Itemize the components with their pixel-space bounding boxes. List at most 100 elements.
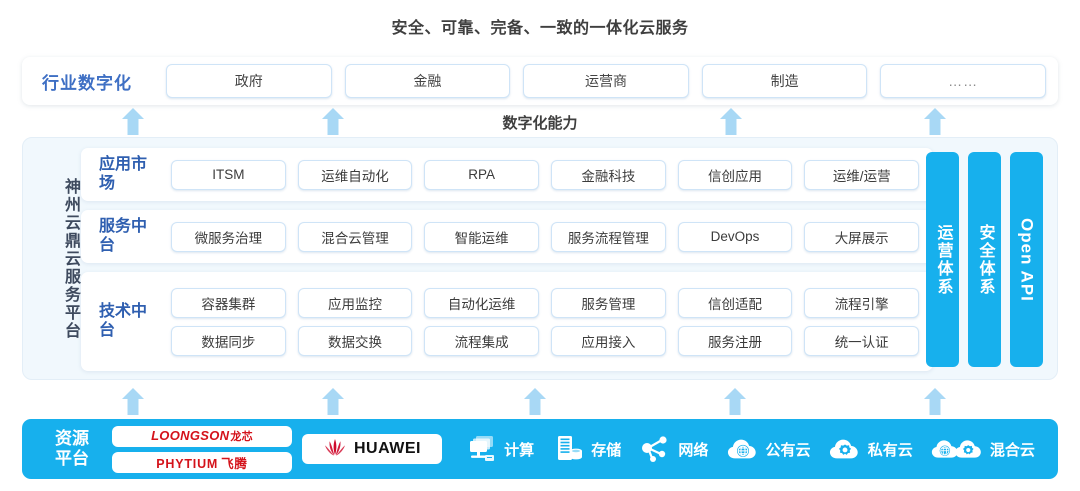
hybrid-cloud-icon	[931, 440, 981, 458]
up-arrow-icon	[120, 108, 146, 135]
chip-row: ITSM 运维自动化 RPA 金融科技 信创应用 运维/运营	[171, 159, 920, 190]
chip-process-engine[interactable]: 流程引擎	[804, 287, 920, 318]
loongson-latin: LOONGSON	[151, 428, 230, 443]
storage-icon	[558, 436, 583, 460]
section-label-app-market: 应用市场	[99, 148, 155, 201]
industry-item-manufacturing[interactable]: 制造	[701, 64, 868, 98]
resource-item-label: 公有云	[765, 441, 811, 459]
up-arrow-icon	[120, 388, 146, 415]
chip-app-access[interactable]: 应用接入	[551, 325, 666, 356]
side-bar-security-system[interactable]: 安全体系	[968, 152, 1001, 367]
chip-service-mgmt[interactable]: 服务管理	[551, 287, 666, 318]
network-icon	[642, 436, 667, 462]
chip-row: 容器集群 应用监控 自动化运维 服务管理 信创适配 流程引擎	[171, 287, 920, 318]
vendor-logo-huawei[interactable]: HUAWEI	[302, 434, 442, 464]
section-tech-midend: 技术中台 容器集群 应用监控 自动化运维 服务管理 信创适配 流程引擎 数据同步…	[81, 272, 933, 371]
side-bar-open-api[interactable]: Open API	[1010, 152, 1043, 367]
resource-platform-label: 资源 平台	[40, 429, 104, 469]
vendor-logo-loongson[interactable]: LOONGSON龙芯	[112, 425, 292, 447]
chip-service-registry[interactable]: 服务注册	[677, 325, 793, 356]
up-arrow-icon	[320, 388, 346, 415]
resource-label-line2: 平台	[55, 449, 89, 468]
section-rows-app-market: ITSM 运维自动化 RPA 金融科技 信创应用 运维/运营	[171, 148, 920, 201]
chip-container-cluster[interactable]: 容器集群	[171, 287, 286, 318]
chip-hybrid-cloud-mgmt[interactable]: 混合云管理	[297, 221, 413, 252]
chip-xinchuang-app[interactable]: 信创应用	[677, 159, 793, 190]
resource-item-public-cloud[interactable]: 公有云	[727, 435, 811, 463]
section-label-text: 技术中台	[99, 303, 148, 339]
chip-service-process-mgmt[interactable]: 服务流程管理	[551, 221, 666, 252]
chip-rpa[interactable]: RPA	[424, 159, 540, 190]
resource-items: 计算 存储	[456, 435, 1044, 463]
section-rows-service-midend: 微服务治理 混合云管理 智能运维 服务流程管理 DevOps 大屏展示	[171, 210, 920, 263]
resource-item-label: 私有云	[867, 441, 913, 459]
chip-data-exchange[interactable]: 数据交换	[297, 325, 413, 356]
loongson-cn: 龙芯	[230, 431, 253, 443]
section-service-midend: 服务中台 微服务治理 混合云管理 智能运维 服务流程管理 DevOps 大屏展示	[81, 210, 933, 263]
phytium-latin: PHYTIUM	[156, 456, 219, 471]
side-bar-operation-system[interactable]: 运营体系	[926, 152, 959, 367]
up-arrow-icon	[522, 388, 548, 415]
up-arrow-icon	[922, 108, 948, 135]
section-app-market: 应用市场 ITSM 运维自动化 RPA 金融科技 信创应用 运维/运营	[81, 148, 933, 201]
resource-item-label: 网络	[678, 441, 709, 459]
chip-itsm[interactable]: ITSM	[171, 159, 286, 190]
chip-ops-operation[interactable]: 运维/运营	[804, 159, 920, 190]
resource-item-hybrid-cloud[interactable]: 混合云	[931, 435, 1035, 463]
industry-digitization-panel: 行业数字化 政府 金融 运营商 制造 ……	[22, 57, 1058, 105]
page-title: 安全、可靠、完备、一致的一体化云服务	[391, 20, 689, 37]
section-label-tech-midend: 技术中台	[99, 272, 155, 371]
industry-items: 政府 金融 运营商 制造 ……	[166, 64, 1046, 98]
industry-digitization-label: 行业数字化	[42, 73, 132, 93]
chip-dashboard[interactable]: 大屏展示	[804, 221, 920, 252]
chip-data-sync[interactable]: 数据同步	[171, 325, 286, 356]
resource-item-compute[interactable]: 计算	[465, 435, 534, 463]
chip-ops-automation[interactable]: 运维自动化	[297, 159, 413, 190]
chip-row: 微服务治理 混合云管理 智能运维 服务流程管理 DevOps 大屏展示	[171, 221, 920, 252]
up-arrow-icon	[922, 388, 948, 415]
resource-item-label: 混合云	[989, 441, 1035, 459]
chip-process-integration[interactable]: 流程集成	[424, 325, 540, 356]
resource-label-line1: 资源	[55, 428, 89, 448]
phytium-cn: 飞腾	[221, 456, 248, 471]
huawei-flower-icon	[325, 439, 345, 456]
capability-band-label: 数字化能力	[502, 115, 578, 132]
chip-fintech[interactable]: 金融科技	[551, 159, 666, 190]
resource-item-storage[interactable]: 存储	[552, 435, 621, 463]
section-label-text: 应用市场	[99, 156, 148, 192]
section-label-text: 服务中台	[99, 218, 148, 254]
industry-item-finance[interactable]: 金融	[344, 64, 511, 98]
chip-xinchuang-adaptation[interactable]: 信创适配	[677, 287, 793, 318]
industry-item-more[interactable]: ……	[880, 64, 1046, 98]
chip-intelligent-ops[interactable]: 智能运维	[424, 221, 540, 252]
section-rows-tech-midend: 容器集群 应用监控 自动化运维 服务管理 信创适配 流程引擎 数据同步 数据交换…	[171, 272, 920, 371]
industry-item-operator[interactable]: 运营商	[523, 64, 689, 98]
chip-automated-ops[interactable]: 自动化运维	[424, 287, 540, 318]
loongson-wordmark: LOONGSON龙芯	[151, 428, 253, 444]
resource-item-network[interactable]: 网络	[639, 435, 708, 463]
huawei-wordmark: HUAWEI	[354, 440, 421, 457]
compute-icon	[470, 436, 495, 461]
private-cloud-icon	[829, 439, 858, 459]
cloud-service-platform: 神州云鼎云服务平台 应用市场 ITSM 运维自动化 RPA 金融科技 信创应用 …	[22, 137, 1058, 380]
resource-item-label: 计算	[504, 441, 535, 459]
up-arrow-icon	[722, 388, 748, 415]
resource-item-label: 存储	[591, 441, 622, 459]
chip-row: 数据同步 数据交换 流程集成 应用接入 服务注册 统一认证	[171, 325, 920, 356]
side-bars: 运营体系 安全体系 Open API	[926, 152, 1043, 367]
chip-microservice-governance[interactable]: 微服务治理	[171, 221, 286, 252]
public-cloud-icon	[727, 439, 756, 459]
up-arrow-icon	[320, 108, 346, 135]
chip-app-monitoring[interactable]: 应用监控	[297, 287, 413, 318]
section-label-service-midend: 服务中台	[99, 210, 155, 263]
platform-vertical-label: 神州云鼎云服务平台	[62, 178, 79, 340]
industry-item-government[interactable]: 政府	[166, 64, 332, 98]
chip-unified-auth[interactable]: 统一认证	[804, 325, 920, 356]
up-arrow-icon	[718, 108, 744, 135]
chip-devops[interactable]: DevOps	[677, 221, 793, 252]
resource-item-private-cloud[interactable]: 私有云	[829, 435, 913, 463]
